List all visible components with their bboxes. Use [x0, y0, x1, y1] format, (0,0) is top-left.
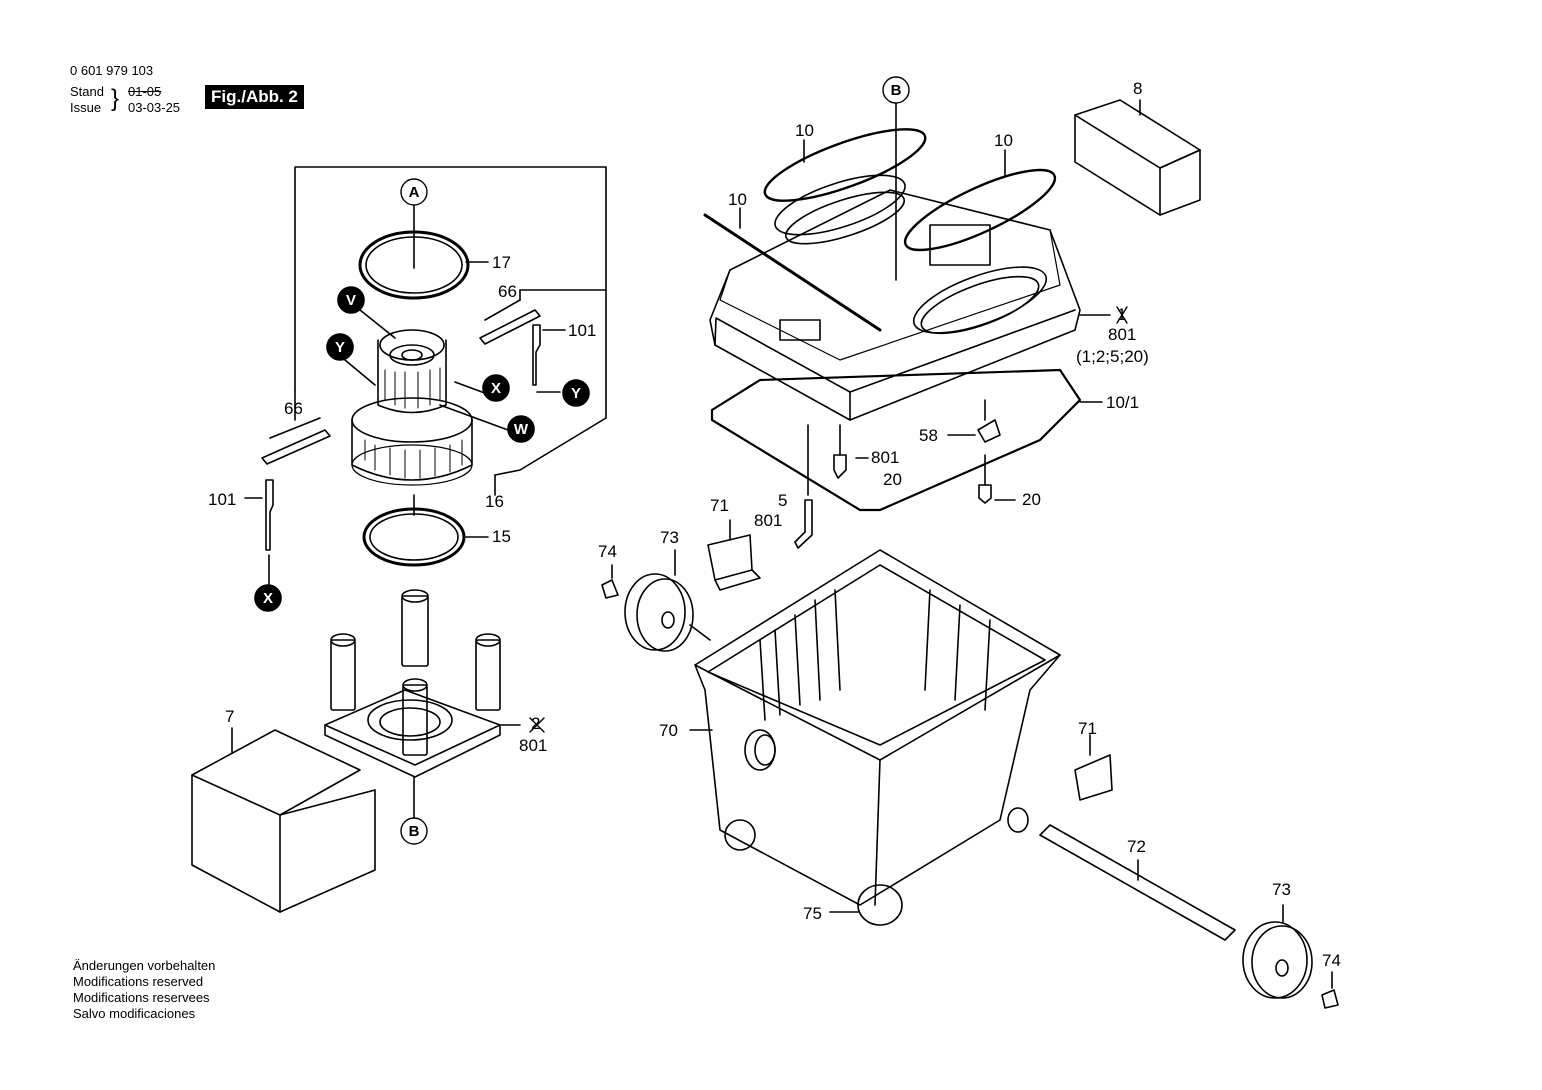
footer-notice: Änderungen vorbehalten Modifications res…	[73, 958, 215, 1022]
seal-10a	[763, 128, 927, 202]
callout-73a: 73	[660, 528, 679, 547]
svg-text:B: B	[409, 823, 420, 840]
callout-66b: 66	[284, 399, 303, 418]
callout-72: 72	[1127, 837, 1146, 856]
callout-75: 75	[803, 904, 822, 923]
brace-icon: }	[111, 85, 120, 112]
gasket-10-1	[710, 368, 1082, 512]
callout-801c: 801	[871, 448, 900, 467]
footer-line-en: Modifications reserved	[73, 974, 204, 989]
container-70	[689, 549, 1061, 926]
stand-value: 01-05	[128, 84, 162, 99]
marker-Y1: Y	[326, 333, 354, 361]
callout-801b-sub: (1;2;5;20)	[1076, 347, 1149, 366]
svg-text:W: W	[514, 421, 529, 438]
callout-71b: 71	[1078, 719, 1097, 738]
callout-10c: 10	[728, 190, 747, 209]
callout-58: 58	[919, 426, 938, 445]
callout-10b: 10	[994, 131, 1013, 150]
callout-801d: 801	[754, 511, 783, 530]
callout-10-1: 10/1	[1106, 393, 1140, 412]
callout-801b: 801	[1108, 325, 1137, 344]
svg-text:Y: Y	[571, 385, 581, 402]
callout-15: 15	[492, 527, 511, 546]
callout-70: 70	[659, 721, 678, 740]
callout-5: 5	[778, 491, 788, 510]
svg-text:V: V	[346, 292, 356, 309]
footer-line-es: Salvo modificaciones	[73, 1006, 196, 1021]
callout-2: 2	[531, 714, 541, 733]
issue-label: Issue	[70, 100, 102, 115]
callout-73b: 73	[1272, 880, 1291, 899]
callout-66a: 66	[498, 282, 517, 301]
marker-X2: X	[254, 584, 282, 612]
marker-Y2: Y	[562, 379, 590, 407]
callout-16: 16	[485, 492, 504, 511]
marker-A-text: A	[409, 184, 420, 201]
seal-10c	[703, 213, 882, 332]
seal-10b	[903, 168, 1057, 252]
callout-74b: 74	[1322, 951, 1341, 970]
marker-W: W	[507, 415, 535, 443]
callout-20b: 20	[1022, 490, 1041, 509]
callout-801a: 801	[519, 736, 548, 755]
part-number: 0 601 979 103	[70, 63, 154, 78]
marker-V: V	[337, 286, 365, 314]
callout-101a: 101	[568, 321, 597, 340]
svg-text:X: X	[263, 590, 273, 607]
marker-B-bottom: B	[400, 817, 428, 845]
stand-label: Stand	[70, 84, 104, 99]
marker-B-top: B	[882, 76, 910, 104]
issue-value: 03-03-25	[128, 100, 181, 115]
svg-text:X: X	[491, 380, 501, 397]
marker-A: A	[400, 178, 428, 206]
callout-8: 8	[1133, 79, 1143, 98]
callout-7: 7	[225, 707, 235, 726]
filter-7	[191, 727, 376, 913]
callout-10a: 10	[795, 121, 814, 140]
callout-71a: 71	[710, 496, 729, 515]
svg-text:Y: Y	[335, 339, 345, 356]
callout-1: 1	[1117, 305, 1127, 324]
callout-74a: 74	[598, 542, 617, 561]
callout-17: 17	[492, 253, 511, 272]
callout-20a: 20	[883, 470, 902, 489]
footer-line-de: Änderungen vorbehalten	[73, 958, 216, 973]
figure-badge: Fig./Abb. 2	[205, 85, 304, 109]
marker-X1: X	[482, 374, 510, 402]
container-assembly-group	[529, 99, 1339, 1009]
motor-body	[351, 329, 473, 486]
callout-101b: 101	[208, 490, 237, 509]
box-8	[1074, 99, 1201, 216]
motor-assembly-group	[191, 166, 607, 913]
footer-line-fr: Modifications reservees	[73, 990, 210, 1005]
svg-text:B: B	[891, 82, 902, 99]
motor-support	[324, 589, 521, 819]
ring-15	[362, 507, 466, 567]
